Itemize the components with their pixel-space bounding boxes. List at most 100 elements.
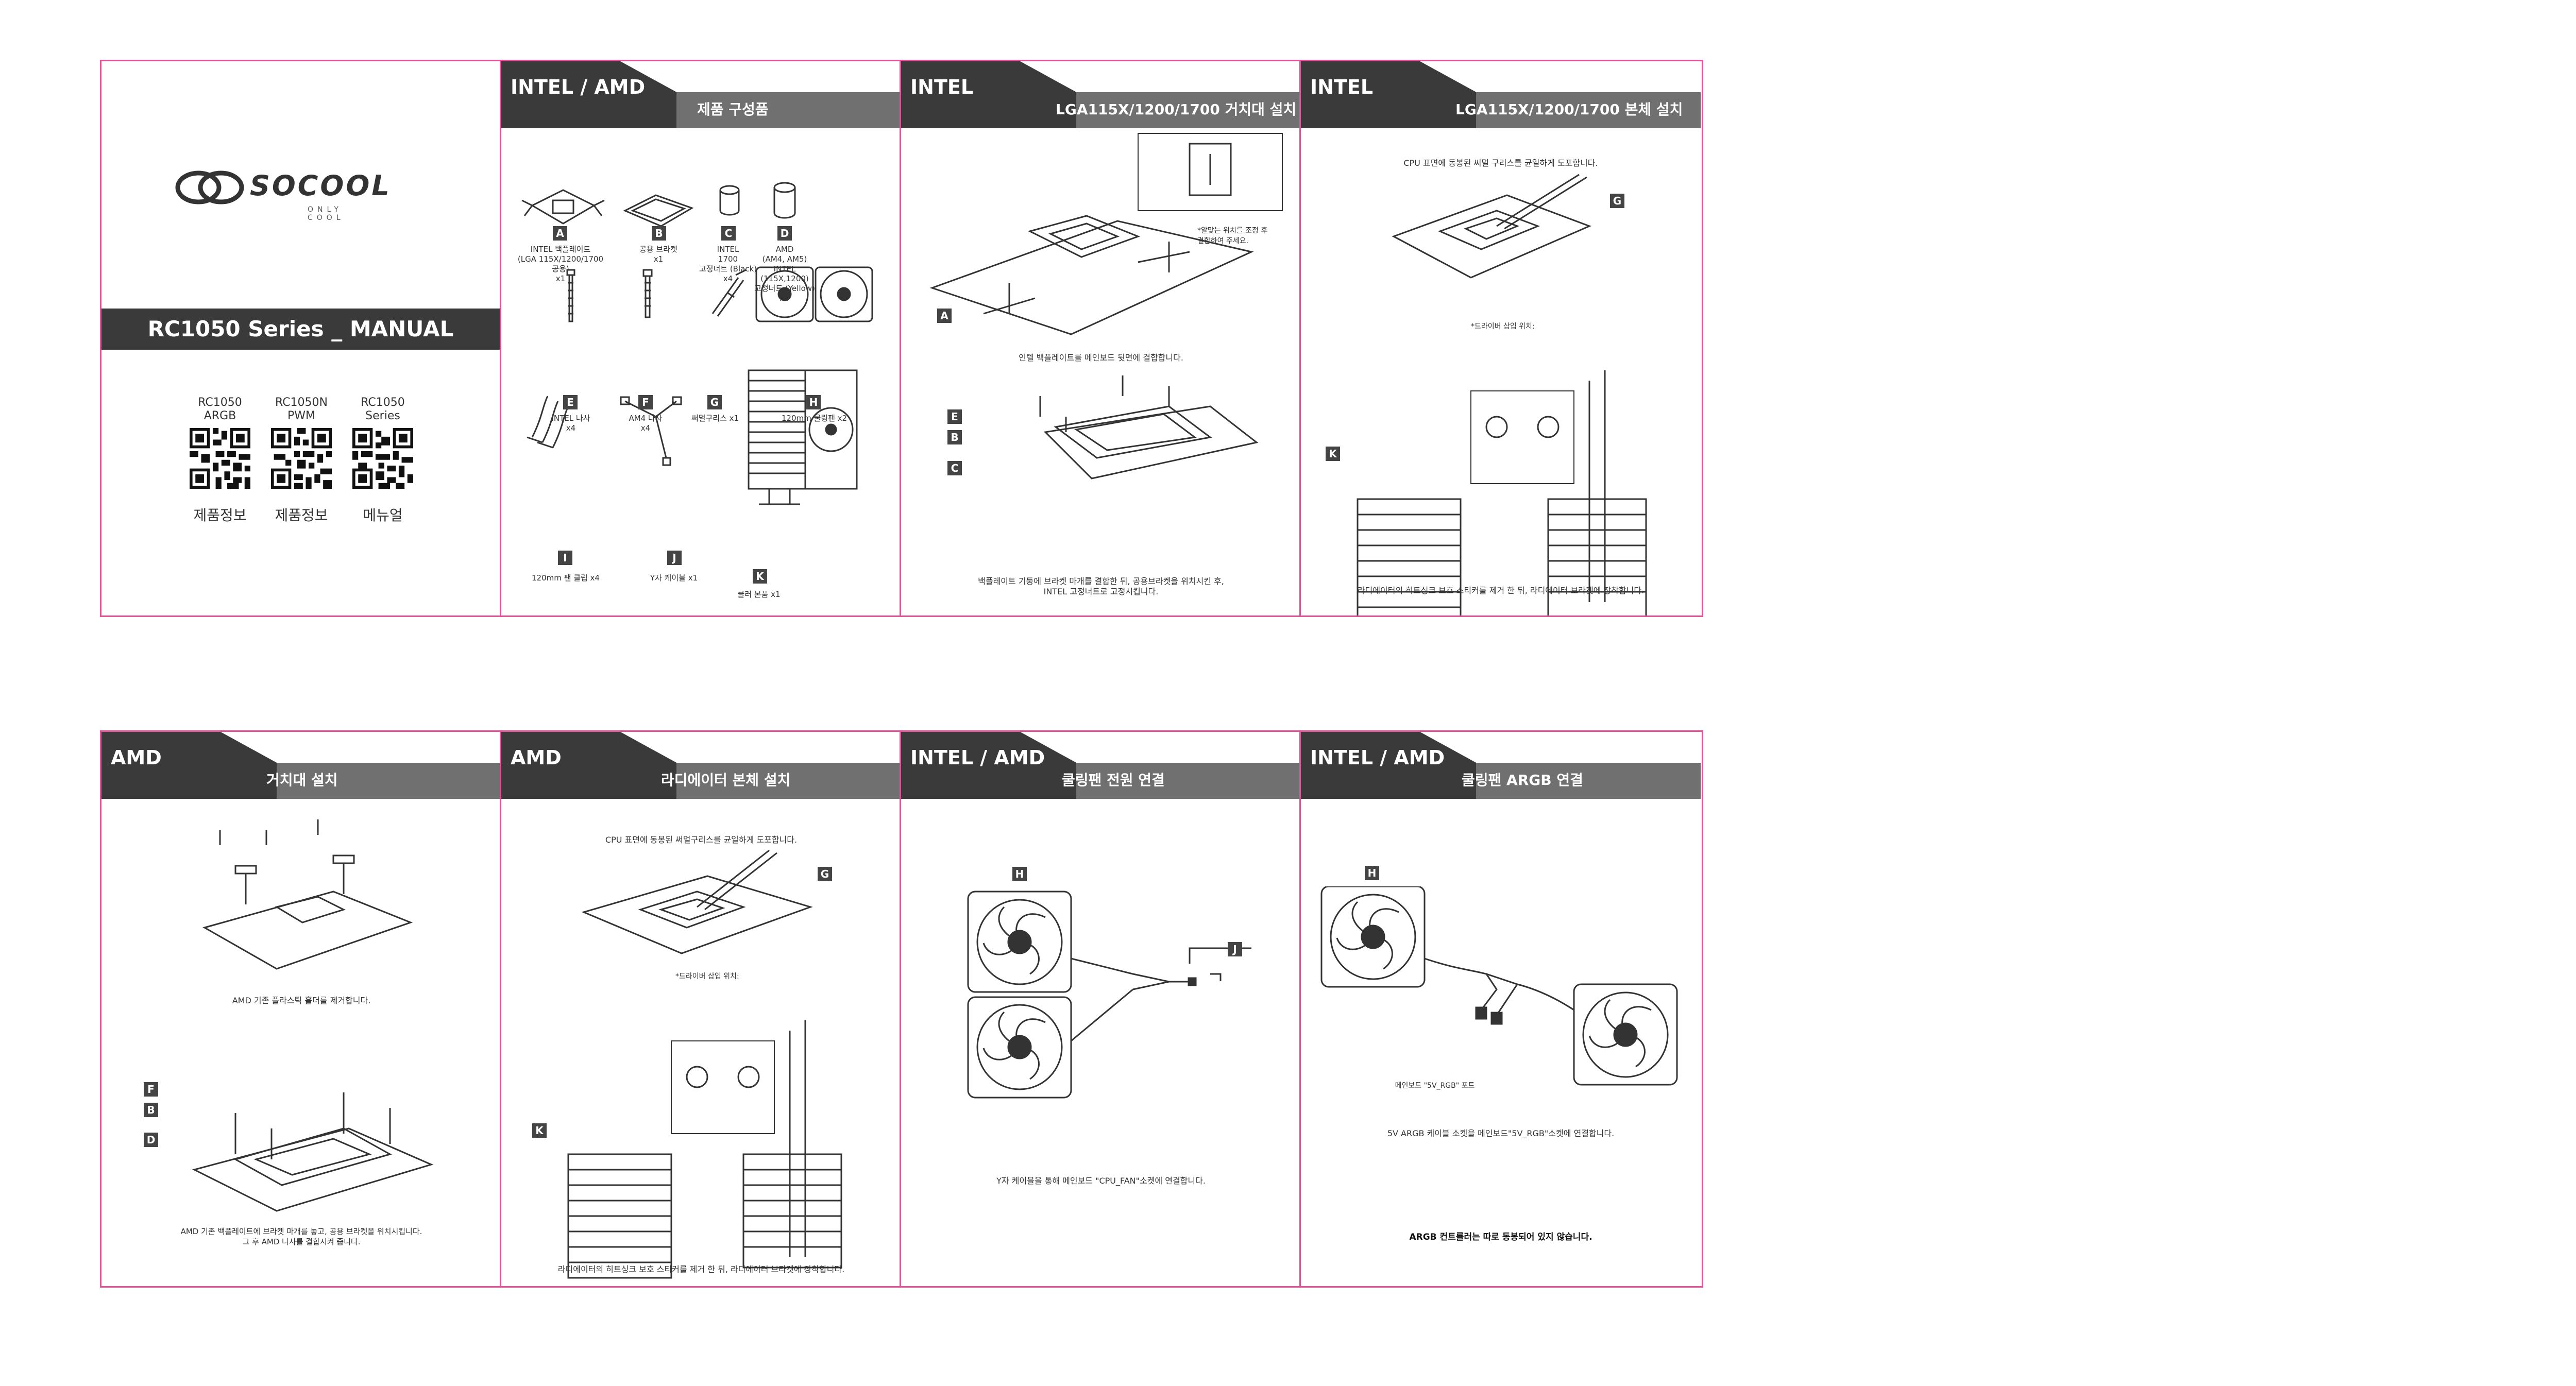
label-g: G (707, 395, 722, 409)
caption-g: 써멀구리스 x1 (691, 414, 739, 423)
argb-cable-icon (1424, 957, 1574, 1016)
qr-argb[interactable]: RC1050 ARGB 제품정보 (184, 396, 256, 525)
panel-header: AMD 거치대 설치 (101, 732, 500, 799)
label-k: K (1326, 447, 1340, 461)
label-c: C (721, 226, 736, 241)
qr-caption: 제품정보 (275, 507, 328, 524)
fan-clip-i-icon (527, 396, 569, 449)
qr-code-icon (190, 428, 250, 489)
qr-code-icon (271, 428, 332, 489)
platform-tag: INTEL / AMD (910, 746, 1045, 769)
brand-name: SOCOOL (250, 169, 392, 202)
label-k: K (532, 1123, 547, 1138)
qr-pwm[interactable]: RC1050N PWM 제품정보 (265, 396, 337, 525)
brand-tagline: ONLY COOL (308, 206, 345, 222)
panel-header: INTEL LGA115X/1200/1700 거치대 설치 (901, 61, 1299, 128)
amd-mount-panel: AMD 거치대 설치 AMD 기존 플라스틱 홀더를 제거합니다. F B D … (101, 732, 501, 1286)
qr-line1: RC1050N (275, 396, 328, 409)
label-i: I (558, 551, 572, 565)
caption-e: INTEL 나사 x4 (551, 414, 590, 433)
amd-mount-diagram (192, 819, 434, 1212)
panel-title: LGA115X/1200/1700 본체 설치 (1455, 101, 1683, 118)
label-g: G (818, 867, 832, 881)
intel-body-panel: INTEL LGA115X/1200/1700 본체 설치 CPU 표면에 동봉… (1301, 61, 1701, 615)
argb-warning: ARGB 컨트롤러는 따로 동봉되어 있지 않습니다. (1409, 1232, 1592, 1242)
caption-k: 쿨러 본품 x1 (737, 590, 781, 599)
fan-power-diagram (967, 891, 1251, 1099)
fan-icon (1320, 886, 1426, 988)
step-text: 라디에이터의 히트싱크 보호 스티커를 제거 한 뒤, 라디에이터 브라켓에 장… (1357, 586, 1645, 595)
cooler-k-icon (748, 369, 806, 490)
platform-tag: INTEL / AMD (511, 76, 646, 98)
thermal-paste-g-icon (711, 269, 747, 317)
platform-tag: AMD (511, 746, 562, 769)
label-f: F (638, 395, 653, 409)
label-e: E (563, 395, 578, 409)
qr-line2: Series (365, 409, 400, 422)
label-d: D (777, 226, 792, 241)
step-text: CPU 표면에 동봉된 써멀 구리스를 균일하게 도포합니다. (1403, 158, 1598, 168)
caption-c: INTEL 1700 고정너트 (Black) x4 (699, 245, 757, 283)
label-a: A (553, 226, 567, 241)
label-f: F (144, 1082, 158, 1097)
amd-body-panel: AMD 라디에이터 본체 설치 CPU 표면에 동봉된 써멀구리스를 균일하게 … (501, 732, 901, 1286)
caption-f: AM4 나사 x4 (629, 414, 663, 433)
qr-code-icon (352, 428, 413, 489)
qr-series[interactable]: RC1050 Series 메뉴얼 (347, 396, 419, 525)
label-e: E (947, 409, 962, 424)
panel-header: AMD 라디에이터 본체 설치 (501, 732, 900, 799)
bracket-b-icon (623, 194, 694, 227)
adjust-note: *알맞는 위치를 조정 후 결합하여 주세요. (1197, 227, 1268, 245)
label-h: H (1365, 866, 1379, 880)
components-panel: INTEL / AMD 제품 구성품 (501, 61, 901, 615)
manual-sheet-bottom: AMD 거치대 설치 AMD 기존 플라스틱 홀더를 제거합니다. F B D … (100, 730, 1703, 1288)
motherboard-icon (1392, 194, 1591, 279)
label-h: H (1012, 867, 1027, 881)
intel-mount-panel: INTEL LGA115X/1200/1700 거치대 설치 *알맞는 위치를 … (901, 61, 1301, 615)
port-note: 메인보드 "5V_RGB" 포트 (1395, 1082, 1475, 1090)
qr-caption: 메뉴얼 (363, 507, 403, 524)
manual-title: RC1050 Series _ MANUAL (101, 309, 500, 350)
intel-mount-diagram (929, 133, 1283, 480)
caption-a: INTEL 백플레이트 (LGA 115X/1200/1700 공용) x1 (517, 245, 604, 283)
step-text: AMD 기존 백플레이트에 브라켓 마개를 놓고, 공용 브라켓을 위치시킵니다… (180, 1227, 422, 1246)
panel-header: INTEL / AMD 쿨링팬 전원 연결 (901, 732, 1299, 799)
platform-tag: INTEL (910, 76, 974, 98)
caption-b: 공용 브라켓 x1 (639, 245, 677, 264)
fan-icon (967, 996, 1072, 1099)
label-j: J (1228, 942, 1242, 956)
qr-line1: RC1050 (361, 396, 405, 409)
driver-note: *드라이버 삽입 위치: (1471, 322, 1535, 331)
panel-header: INTEL / AMD 제품 구성품 (501, 61, 900, 128)
fan-argb-diagram (1320, 886, 1678, 1086)
label-j: J (667, 551, 682, 565)
driver-note: *드라이버 삽입 위치: (675, 972, 739, 981)
y-cable-icon (1071, 957, 1190, 1042)
y-cable-j-icon (620, 396, 682, 466)
panel-title: 쿨링팬 ARGB 연결 (1462, 772, 1583, 789)
caption-j: Y자 케이블 x1 (650, 573, 698, 583)
panel-title: LGA115X/1200/1700 거치대 설치 (1056, 101, 1297, 118)
screw-f-icon (642, 269, 653, 318)
intel-body-diagram (1357, 174, 1647, 615)
logo-mark-icon (175, 170, 244, 204)
panel-title: 제품 구성품 (697, 101, 769, 118)
step-text: Y자 케이블을 통해 메인보드 "CPU_FAN"소켓에 연결합니다. (996, 1176, 1206, 1186)
motherboard-icon (581, 875, 813, 954)
qr-caption: 제품정보 (193, 507, 247, 524)
qr-line1: RC1050 (198, 396, 242, 409)
label-k: K (753, 569, 767, 584)
fan-power-panel: INTEL / AMD 쿨링팬 전원 연결 H J Y자 케이블을 통해 메인보… (901, 732, 1301, 1286)
thermal-paste-icon (697, 849, 777, 911)
panel-header: INTEL / AMD 쿨링팬 ARGB 연결 (1301, 732, 1701, 799)
platform-tag: INTEL (1310, 76, 1374, 98)
step-text: AMD 기존 플라스틱 홀더를 제거합니다. (232, 996, 371, 1005)
label-b: B (144, 1103, 158, 1117)
label-c: C (947, 461, 962, 475)
platform-tag: AMD (111, 746, 162, 769)
fan-icon (967, 891, 1072, 993)
step-text: 5V ARGB 케이블 소켓을 메인보드"5V_RGB"소켓에 연결합니다. (1387, 1128, 1615, 1138)
manual-sheet-top: SOCOOL ONLY COOL RC1050 Series _ MANUAL … (100, 60, 1703, 617)
label-h: H (806, 395, 821, 409)
thermal-paste-icon (1496, 174, 1587, 230)
